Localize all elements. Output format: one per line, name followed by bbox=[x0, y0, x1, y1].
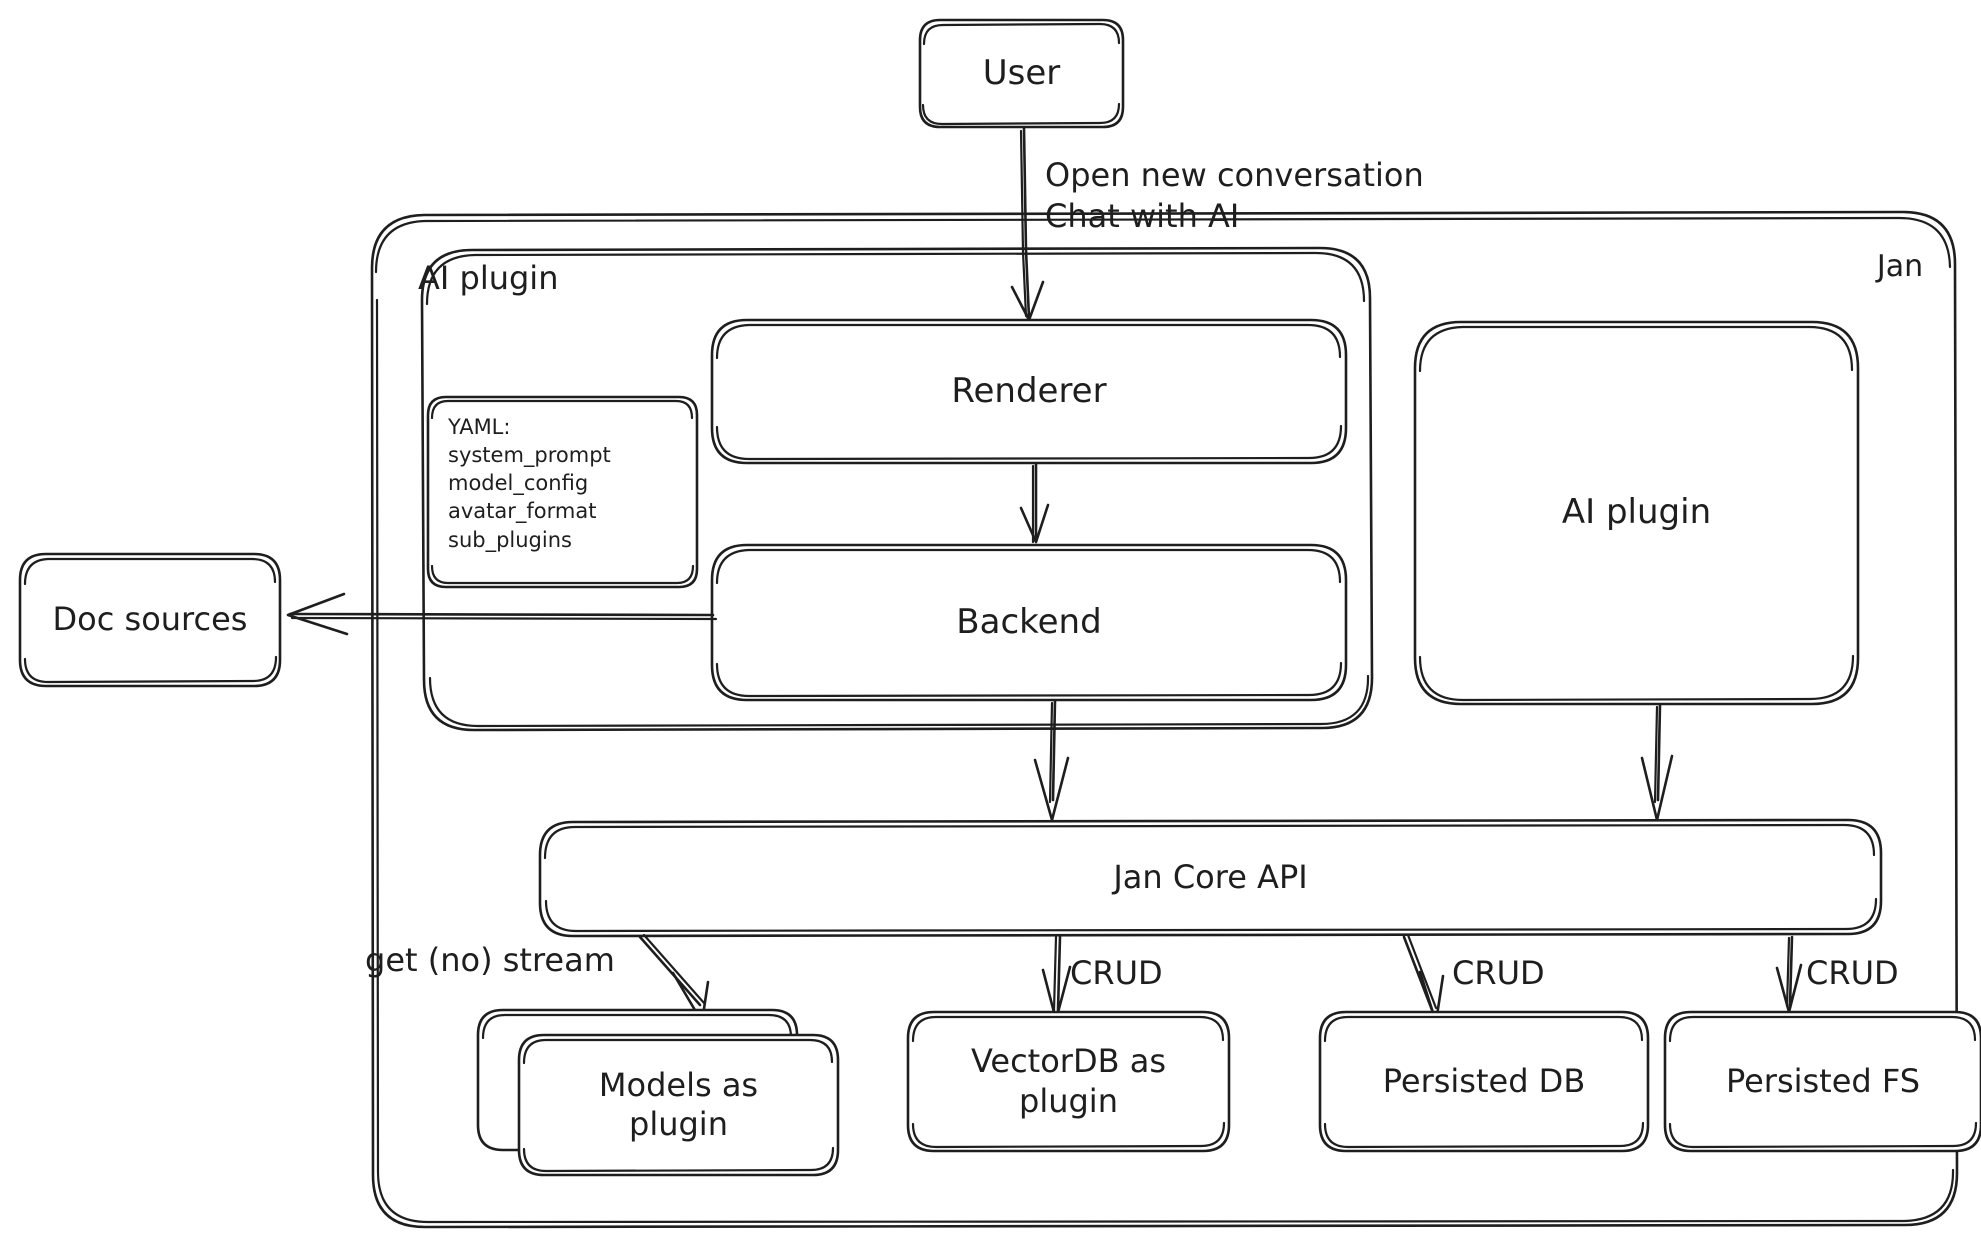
node-backend[interactable] bbox=[712, 545, 1346, 700]
edge-backend-core bbox=[1033, 699, 1070, 822]
node-persisted-fs[interactable] bbox=[1665, 1012, 1981, 1151]
node-doc-sources-outline bbox=[18, 552, 282, 688]
node-models-plugin-outline bbox=[476, 1008, 840, 1177]
edge-backend-doc-sources bbox=[286, 592, 718, 636]
node-ai-plugin-right-outline bbox=[1413, 320, 1860, 706]
node-yaml-card[interactable] bbox=[428, 397, 697, 587]
node-doc-sources[interactable] bbox=[20, 554, 280, 686]
node-yaml-card-outline bbox=[426, 395, 699, 589]
edge-core-vectordb bbox=[1041, 935, 1072, 1022]
node-user[interactable] bbox=[920, 20, 1123, 127]
node-renderer-outline bbox=[710, 318, 1348, 465]
node-ai-plugin-right[interactable] bbox=[1415, 322, 1858, 704]
edge-user-renderer bbox=[1010, 126, 1045, 322]
node-vectordb-plugin-outline bbox=[906, 1010, 1231, 1153]
node-backend-outline bbox=[710, 543, 1348, 702]
node-persisted-db[interactable] bbox=[1320, 1012, 1648, 1151]
edge-core-persisted-db bbox=[1402, 933, 1445, 1024]
node-user-outline bbox=[918, 18, 1125, 129]
edge-aiplugin-core bbox=[1640, 703, 1674, 822]
node-persisted-fs-outline bbox=[1663, 1010, 1981, 1153]
container-ai-plugin-group-outline bbox=[420, 246, 1374, 732]
container-jan-outline bbox=[370, 210, 1959, 1229]
node-models-plugin[interactable] bbox=[478, 1010, 838, 1175]
node-renderer[interactable] bbox=[712, 320, 1346, 463]
node-persisted-db-outline bbox=[1318, 1010, 1650, 1153]
node-vectordb-plugin[interactable] bbox=[908, 1012, 1229, 1151]
node-jan-core-api[interactable] bbox=[540, 820, 1881, 936]
edge-core-persisted-fs bbox=[1775, 935, 1803, 1014]
edge-renderer-backend bbox=[1019, 462, 1050, 544]
node-jan-core-api-outline bbox=[538, 818, 1883, 938]
